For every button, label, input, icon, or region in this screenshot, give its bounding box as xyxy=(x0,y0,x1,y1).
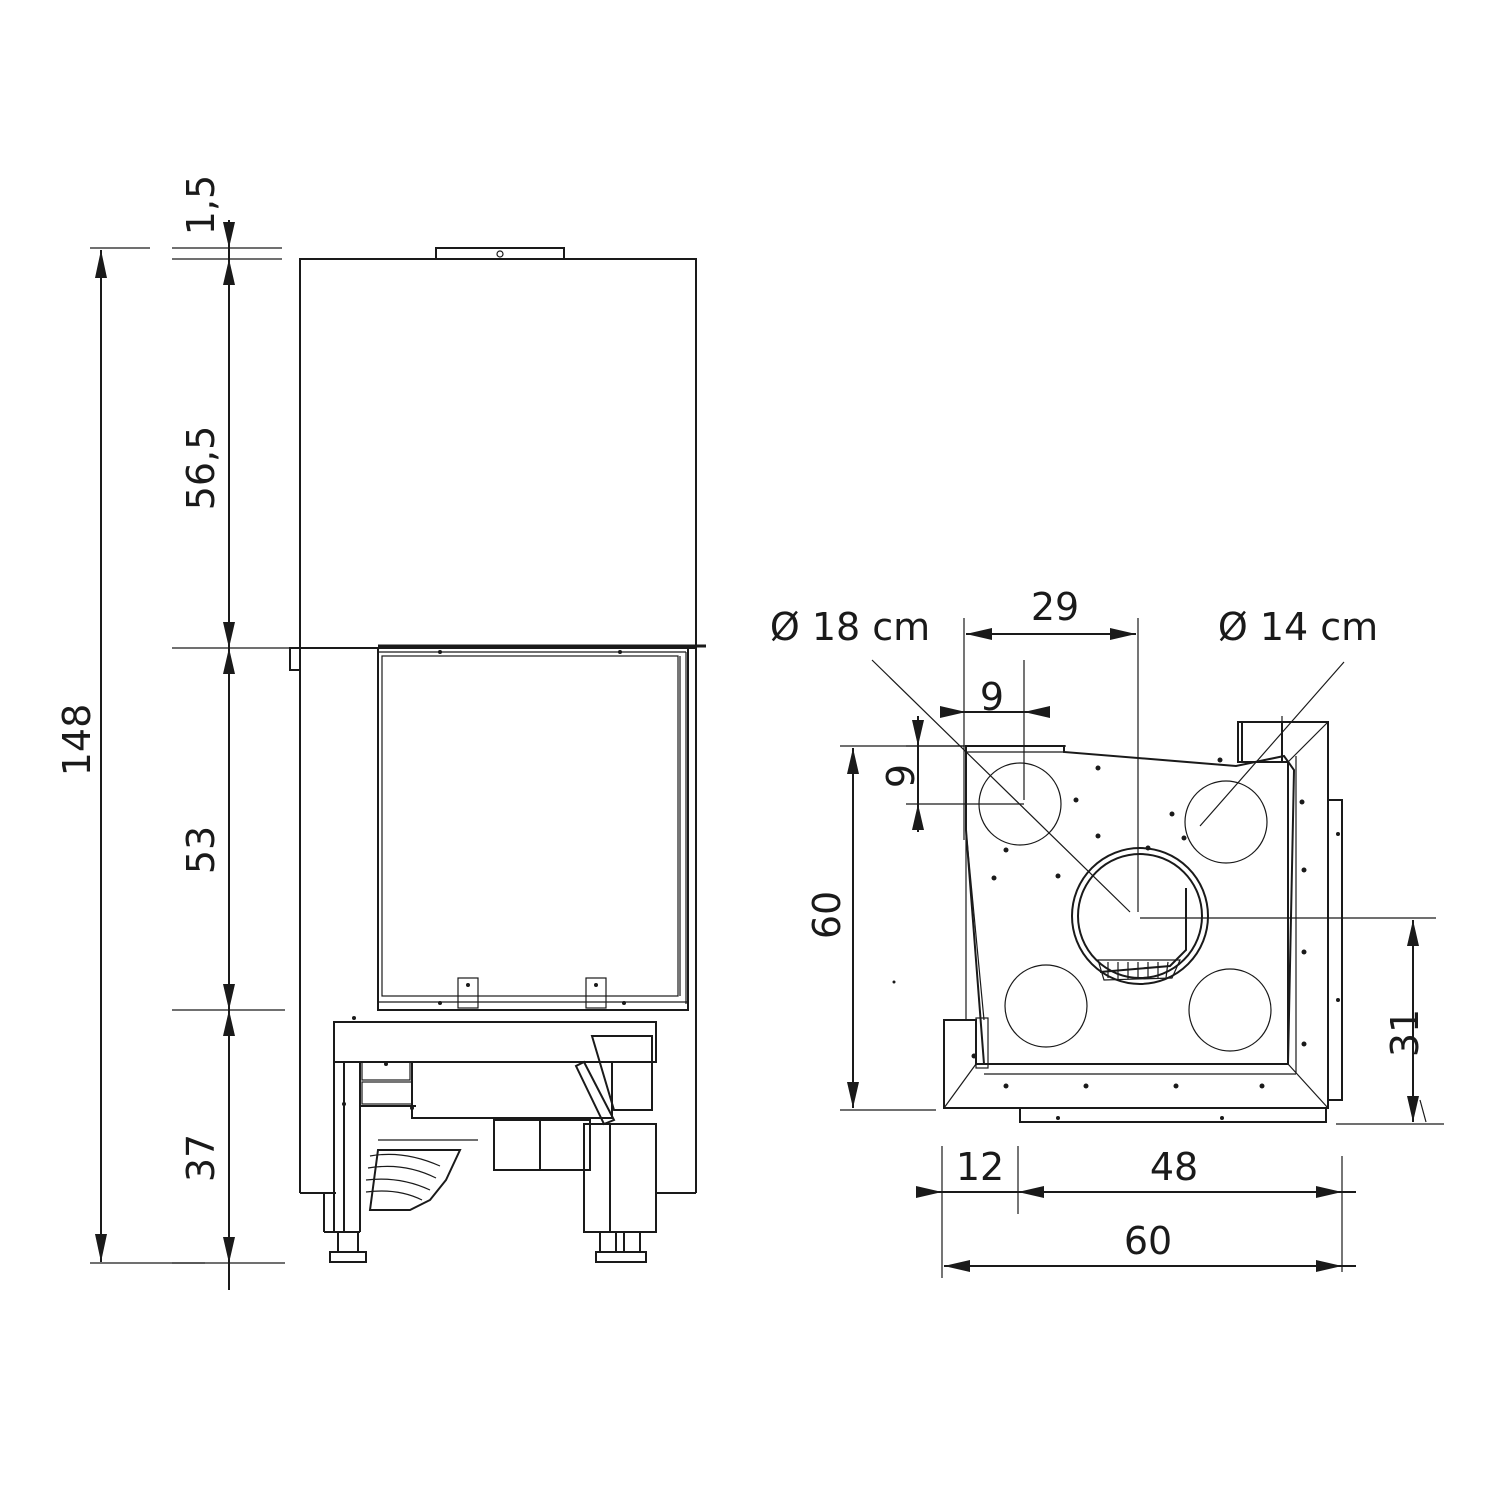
dim-label-31: 31 xyxy=(1383,1009,1427,1057)
dim-label-48: 48 xyxy=(1150,1145,1198,1189)
dim-label-56-5: 56,5 xyxy=(179,426,223,511)
dim-label-53: 53 xyxy=(179,826,223,874)
dim-label-9-v: 9 xyxy=(879,764,923,788)
dimension-29: 29 xyxy=(963,585,1139,912)
dimension-12-48: 12 48 xyxy=(916,1145,1356,1278)
bolt-dots xyxy=(892,757,1340,1120)
dim-label-148: 148 xyxy=(55,704,99,777)
dim-label-60-width: 60 xyxy=(1124,1219,1172,1263)
plan-view: 29 9 9 60 xyxy=(770,585,1444,1278)
flue-collar xyxy=(1071,847,1209,985)
fireplace-front xyxy=(289,247,706,1263)
dim-label-60-depth: 60 xyxy=(805,891,849,939)
dimension-60-depth: 60 xyxy=(805,745,964,1111)
inlet-circle-bottom-right xyxy=(1188,968,1272,1052)
adjustable-feet xyxy=(329,1231,647,1263)
flue-label-18cm: Ø 18 cm xyxy=(770,605,930,649)
dim-label-12: 12 xyxy=(956,1145,1004,1189)
inlet-circle-top-right xyxy=(1184,780,1268,864)
fireplace-plan xyxy=(892,716,1343,1123)
dimension-60-width: 60 xyxy=(944,1219,1356,1272)
front-view: 148 1,5 56,5 53 37 xyxy=(55,175,706,1290)
dim-label-9-h: 9 xyxy=(980,675,1004,719)
dimension-9-horizontal: 9 xyxy=(940,660,1050,800)
dimension-chain-vertical: 1,5 56,5 53 37 xyxy=(172,175,290,1290)
dim-label-29: 29 xyxy=(1031,585,1079,629)
dim-label-37: 37 xyxy=(179,1134,223,1182)
dimension-9-vertical: 9 xyxy=(879,716,1066,832)
inlet-circle-top-left xyxy=(978,762,1062,846)
flue-label-14cm: Ø 14 cm xyxy=(1218,605,1378,649)
dim-label-1-5: 1,5 xyxy=(179,175,223,235)
dimension-total-height: 148 xyxy=(55,247,205,1264)
inlet-circle-bottom-left xyxy=(1004,964,1088,1048)
flue-callouts: Ø 18 cm Ø 14 cm xyxy=(770,605,1378,913)
